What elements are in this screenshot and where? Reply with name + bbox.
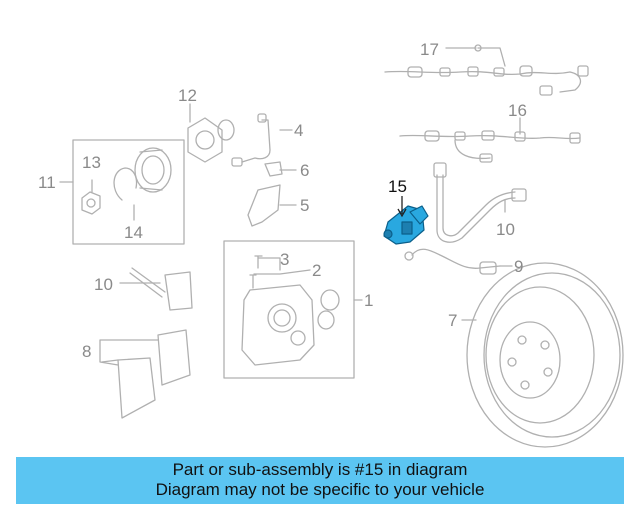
callout-14: 14 <box>124 223 143 242</box>
clip-6 <box>264 161 283 177</box>
caliper-seals <box>317 289 340 330</box>
callout-6: 6 <box>300 161 309 180</box>
callout-4: 4 <box>294 121 303 140</box>
brake-disc <box>466 262 624 448</box>
callout-13: 13 <box>82 153 101 172</box>
brake-line <box>231 113 271 167</box>
hub-assembly-box <box>72 139 185 245</box>
brake-pads <box>101 329 191 419</box>
callout-7: 7 <box>448 311 457 330</box>
parts-diagram: 17 16 15 10 9 7 12 4 6 5 11 13 14 3 2 1 … <box>38 40 624 448</box>
brake-hose <box>433 162 527 243</box>
hub-nut <box>81 191 101 215</box>
callout-9: 9 <box>514 257 523 276</box>
banner-line-2: Diagram may not be specific to your vehi… <box>155 480 485 499</box>
callout-17: 17 <box>420 40 439 59</box>
snap-ring <box>113 167 138 201</box>
pad-clips <box>129 267 193 311</box>
wear-sensor-cable-17 <box>384 44 589 96</box>
wheel-bearing <box>134 147 172 193</box>
callout-8: 8 <box>82 342 91 361</box>
wear-sensor-cable-16 <box>399 130 581 163</box>
callout-5: 5 <box>300 196 309 215</box>
leader-2-3 <box>253 257 311 275</box>
callout-10a: 10 <box>94 275 113 294</box>
callout-1: 1 <box>364 291 373 310</box>
leader-8 <box>99 339 159 366</box>
callout-15[interactable]: 15 <box>388 177 407 196</box>
bleeder-screw <box>249 255 263 289</box>
caliper <box>241 284 315 366</box>
callout-3: 3 <box>280 250 289 269</box>
callout-11: 11 <box>38 173 56 192</box>
abs-sensor-cable <box>404 248 501 275</box>
caliper-assembly-box <box>223 240 355 379</box>
callout-16: 16 <box>508 101 527 120</box>
bracket-5 <box>247 184 281 227</box>
callout-12: 12 <box>178 86 197 105</box>
info-banner: Part or sub-assembly is #15 in diagram D… <box>16 457 624 504</box>
callout-2: 2 <box>312 261 321 280</box>
wheel-hub <box>187 117 235 163</box>
banner-line-1: Part or sub-assembly is #15 in diagram <box>172 460 468 479</box>
abs-sensor-15-highlighted[interactable] <box>383 205 429 245</box>
callout-10b: 10 <box>496 220 515 239</box>
